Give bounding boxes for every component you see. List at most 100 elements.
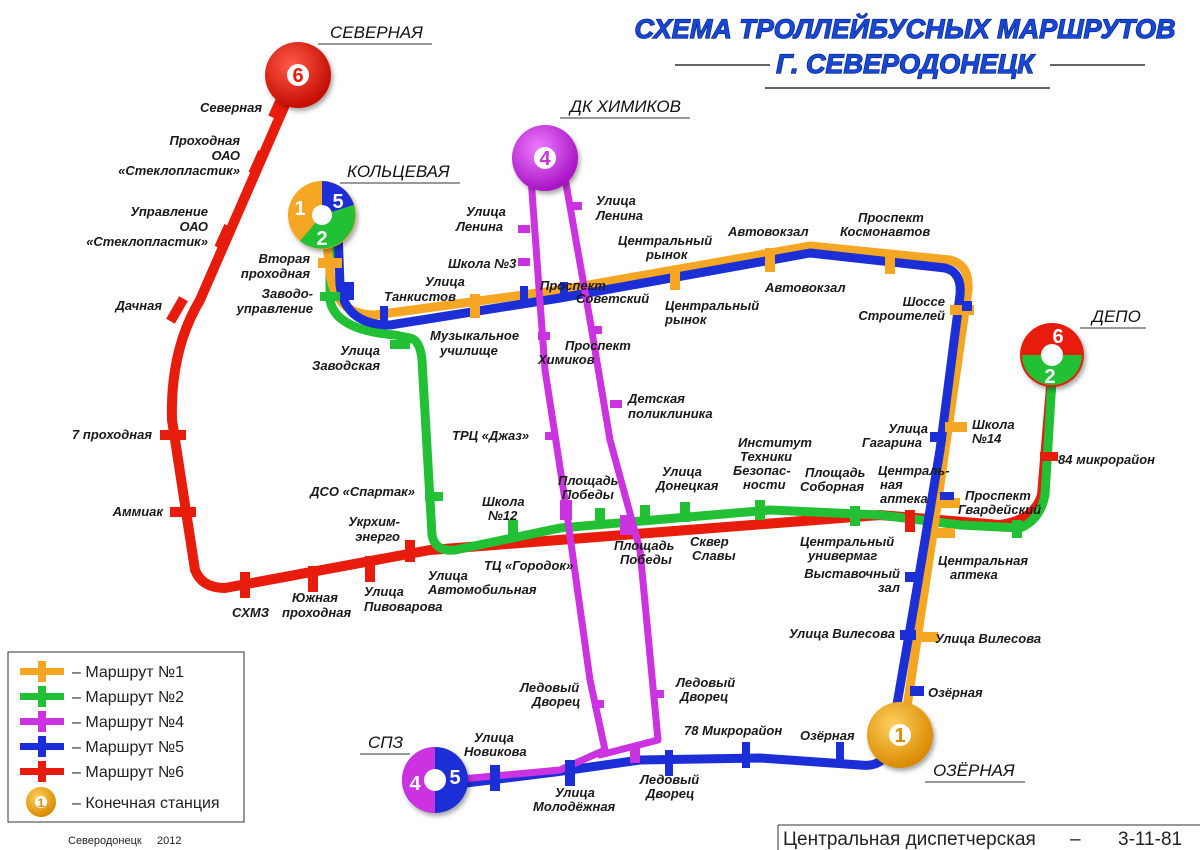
stop-label: училище	[439, 343, 498, 358]
terminal-depo-label: ДЕПО	[1090, 307, 1141, 326]
stop-label: Площадь	[805, 465, 865, 480]
stop-label: зал	[878, 580, 900, 595]
stop-label: Дачная	[115, 298, 163, 313]
terminal-koltsevaya-number-5: 5	[332, 191, 343, 213]
terminal-ozernaya-number: 1	[894, 725, 905, 747]
stop-label: Ледовый	[675, 675, 735, 690]
footer: Северодонецк 2012 Центральная диспетчерс…	[68, 824, 1200, 850]
stop-label: проходная	[241, 266, 310, 281]
stop-label: Центральный	[618, 233, 712, 248]
terminal-koltsevaya[interactable]: 1 5 2	[288, 181, 356, 250]
stop-label: Советский	[576, 291, 649, 306]
stop-label: Центральный	[665, 298, 759, 313]
stop-label: Школа №3	[448, 256, 517, 271]
stop-label: №12	[488, 508, 518, 523]
terminal-severnaya-label: СЕВЕРНАЯ	[330, 23, 423, 42]
footer-year: 2012	[157, 835, 181, 847]
stop-label: Победы	[620, 552, 672, 567]
stop-label: Автовокзал	[727, 224, 809, 239]
stop-label: Улица	[425, 274, 465, 289]
stop-label: Улица	[555, 785, 595, 800]
title-line1: СХЕМА ТРОЛЛЕЙБУСНЫХ МАРШРУТОВ	[635, 12, 1176, 44]
stop-label: Улица	[474, 730, 514, 745]
stop-label: Строителей	[858, 308, 945, 323]
svg-text:– Маршрут №2: – Маршрут №2	[72, 689, 184, 706]
stop-label: Улица	[596, 193, 636, 208]
stop-label: 78 Микрорайон	[684, 723, 782, 738]
stop-label: Проспект	[965, 488, 1031, 503]
stop-label: Дворец	[531, 694, 580, 709]
stop-label: Химиков	[537, 352, 595, 367]
stop-label: ТРЦ «Джаз»	[452, 428, 529, 443]
legend-item-route2: – Маршрут №2	[20, 686, 184, 707]
legend-item-route4: – Маршрут №4	[20, 711, 184, 732]
stop-label: Управление	[130, 204, 208, 219]
stop-label: ОАО	[180, 219, 208, 234]
terminal-koltsevaya-number-1: 1	[294, 198, 305, 220]
legend: – Маршрут №1 – Маршрут №2 – Маршрут №4 –…	[7, 651, 245, 823]
stop-label: Ледовый	[519, 680, 579, 695]
stop-label: Озёрная	[928, 685, 983, 700]
stop-label: управление	[236, 301, 313, 316]
stop-label: Гвардейский	[958, 502, 1041, 517]
stop-label: Проспект	[540, 278, 606, 293]
stop-label: аптека	[880, 491, 928, 506]
svg-text:– Конечная станция: – Конечная станция	[72, 795, 220, 812]
terminal-dk-khimikov[interactable]: 4	[512, 125, 578, 191]
stop-label: Пивоварова	[364, 599, 442, 614]
terminal-spz-number-5: 5	[449, 767, 460, 789]
stop-ticks	[160, 97, 1058, 791]
footer-city: Северодонецк	[68, 835, 142, 847]
svg-text:– Маршрут №1: – Маршрут №1	[72, 664, 184, 681]
terminal-dk-khimikov-label: ДК ХИМИКОВ	[568, 97, 681, 116]
stop-label: Проспект	[858, 210, 924, 225]
stop-label: Шоссе	[903, 294, 945, 309]
stop-label: Космонавтов	[840, 224, 930, 239]
stop-label: Победы	[562, 487, 614, 502]
stop-label: Танкистов	[384, 289, 456, 304]
dispatch-phone: 3-11-81	[1118, 829, 1182, 850]
stop-label: Молодёжная	[533, 799, 616, 814]
terminal-depo[interactable]: 6 2	[1020, 323, 1084, 388]
stop-label: СХМЗ	[232, 605, 270, 620]
terminal-dk-khimikov-number: 4	[539, 148, 551, 170]
stop-label: Северная	[200, 100, 262, 115]
route-6-line	[166, 70, 1057, 593]
stop-label: Соборная	[800, 479, 864, 494]
title-line2: Г. СЕВЕРОДОНЕЦК	[776, 49, 1036, 79]
stop-label: Улица	[466, 204, 506, 219]
terminal-spz[interactable]: 4 5	[402, 747, 468, 813]
stop-label: №14	[972, 431, 1002, 446]
legend-item-route1: – Маршрут №1	[20, 661, 184, 682]
terminal-spz-label: СПЗ	[368, 733, 404, 752]
stop-label: Улица	[662, 464, 702, 479]
stop-label: Ленина	[455, 219, 503, 234]
stop-label: Вторая	[258, 251, 310, 266]
stop-label: Улица	[340, 343, 380, 358]
legend-item-route6: – Маршрут №6	[20, 761, 184, 782]
legend-item-terminal: 1 – Конечная станция	[26, 787, 220, 817]
stop-label: ДСО «Спартак»	[309, 484, 415, 499]
stop-label: Центральная	[938, 553, 1028, 568]
legend-terminal-number: 1	[38, 796, 45, 810]
stop-label: Южная	[292, 590, 338, 605]
stop-label: ная	[880, 477, 903, 492]
terminal-severnaya[interactable]: 6	[265, 42, 331, 108]
stop-label: проходная	[282, 605, 351, 620]
stop-label: Институт	[738, 435, 812, 450]
terminal-koltsevaya-label: КОЛЬЦЕВАЯ	[347, 162, 450, 181]
terminal-ozernaya[interactable]: 1	[867, 702, 933, 768]
stop-label: рынок	[664, 312, 708, 327]
stop-label: Озёрная	[800, 728, 855, 743]
stop-label: ТЦ «Городок»	[484, 558, 573, 573]
stop-label: ОАО	[212, 148, 240, 163]
svg-text:– Маршрут №6: – Маршрут №6	[72, 764, 184, 781]
stop-label: ности	[743, 477, 786, 492]
stop-label: Донецкая	[655, 478, 719, 493]
stop-label: Безопас-	[733, 463, 791, 478]
legend-item-route5: – Маршрут №5	[20, 736, 184, 757]
svg-text:– Маршрут №5: – Маршрут №5	[72, 739, 184, 756]
stop-label: Автомобильная	[427, 582, 537, 597]
terminal-koltsevaya-number-2: 2	[316, 228, 327, 250]
